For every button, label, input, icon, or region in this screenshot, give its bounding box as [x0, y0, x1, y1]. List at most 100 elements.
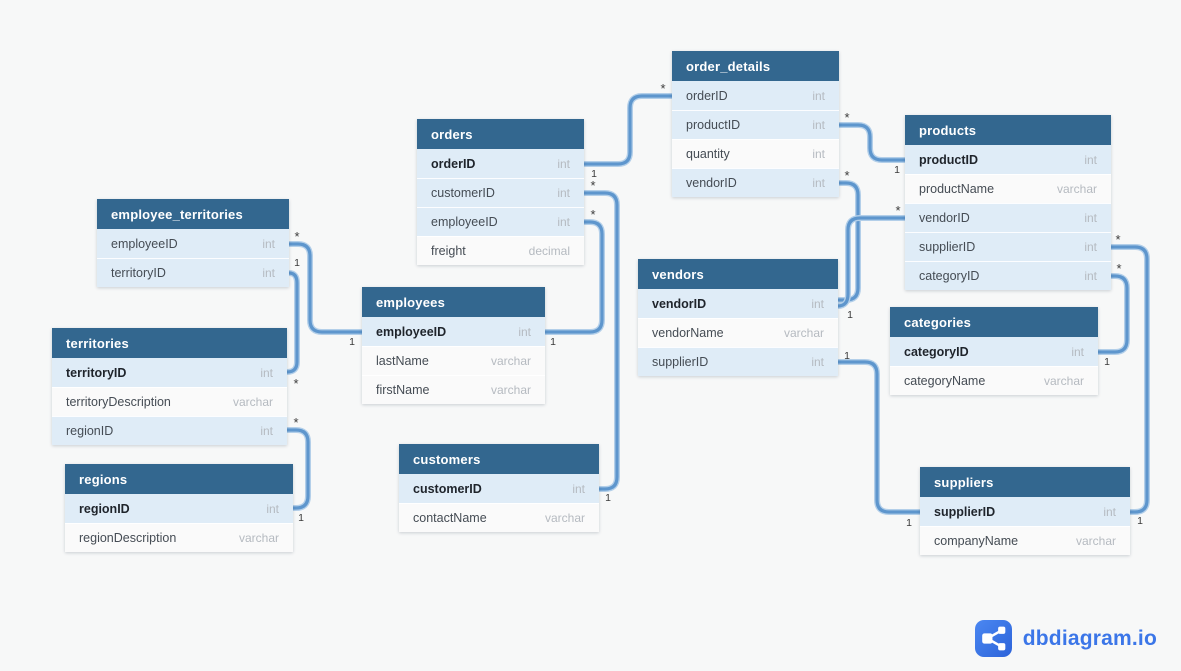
field-type: int [557, 186, 570, 200]
field-name: supplierID [934, 504, 996, 519]
field-row-regions-regionDescription[interactable]: regionDescription varchar [65, 523, 293, 552]
relationship-line-employee_territories.employeeID-employees.employeeID[interactable] [287, 242, 364, 334]
relationship-line-territories.regionID-regions.regionID[interactable] [285, 428, 310, 510]
cardinality-marker: 1 [906, 517, 912, 529]
field-row-territories-territoryID[interactable]: territoryID int [52, 358, 287, 387]
field-name: companyName [934, 534, 1019, 548]
relationship-line-products.categoryID-categories.categoryID[interactable] [1096, 274, 1129, 354]
field-type: int [572, 481, 585, 496]
relationship-line-vendors.supplierID-suppliers.supplierID[interactable] [836, 360, 922, 514]
field-type: int [557, 156, 570, 171]
field-type: varchar [783, 326, 824, 340]
table-header-products[interactable]: products [905, 115, 1111, 145]
cardinality-marker: 1 [1104, 356, 1110, 368]
table-territories[interactable]: territories territoryID int territoryDescri… [52, 328, 287, 445]
table-header-employees[interactable]: employees [362, 287, 545, 317]
cardinality-marker: * [844, 110, 849, 125]
table-header-suppliers[interactable]: suppliers [920, 467, 1130, 497]
cardinality-marker: 1 [894, 164, 900, 176]
field-type: int [1084, 240, 1097, 254]
table-header-employee_territories[interactable]: employee_territories [97, 199, 289, 229]
table-header-categories[interactable]: categories [890, 307, 1098, 337]
field-type: varchar [490, 383, 531, 397]
table-header-order_details[interactable]: order_details [672, 51, 839, 81]
table-header-territories[interactable]: territories [52, 328, 287, 358]
table-header-regions[interactable]: regions [65, 464, 293, 494]
cardinality-marker: 1 [605, 492, 611, 504]
field-type: int [260, 365, 273, 380]
table-name: order_details [686, 58, 771, 74]
table-name: regions [79, 471, 128, 487]
relationship-line-orders.employeeID-employees.employeeID[interactable] [543, 220, 604, 334]
table-name: orders [431, 126, 473, 142]
field-type: int [1084, 211, 1097, 225]
table-name: territories [66, 335, 129, 351]
relationship-line-orders.customerID-customers.customerID[interactable] [582, 191, 619, 491]
field-name: supplierID [652, 355, 709, 369]
cardinality-marker: * [293, 415, 298, 430]
field-type: int [266, 501, 279, 516]
dbdiagram-share-icon [974, 620, 1012, 657]
field-name: vendorID [686, 176, 737, 190]
table-header-orders[interactable]: orders [417, 119, 584, 149]
table-header-customers[interactable]: customers [399, 444, 599, 474]
field-type: varchar [1075, 534, 1116, 548]
relationship-line-orders.orderID-order_details.orderID[interactable] [582, 94, 674, 166]
field-row-suppliers-companyName[interactable]: companyName varchar [920, 526, 1130, 555]
dbdiagram-logo-link[interactable]: dbdiagram.io [974, 620, 1157, 657]
field-name: regionDescription [79, 531, 177, 545]
relationship-line-employee_territories.territoryID-territories.territoryID[interactable] [285, 271, 299, 374]
table-header-vendors[interactable]: vendors [638, 259, 838, 289]
brand-name: dbdiagram.io [1022, 626, 1157, 650]
field-type: int [811, 296, 824, 311]
relationship-line-order_details.productID-products.productID[interactable] [837, 123, 907, 162]
field-type: varchar [238, 531, 279, 545]
field-name: territoryID [66, 365, 127, 380]
table-name: suppliers [934, 474, 994, 490]
cardinality-marker: 1 [1137, 515, 1143, 527]
relationship-line-products.vendorID-vendors.vendorID[interactable] [836, 216, 907, 308]
relationship-line-order_details.vendorID-vendors.vendorID[interactable] [837, 181, 860, 302]
relationship-line-products.supplierID-suppliers.supplierID[interactable] [1109, 245, 1149, 514]
